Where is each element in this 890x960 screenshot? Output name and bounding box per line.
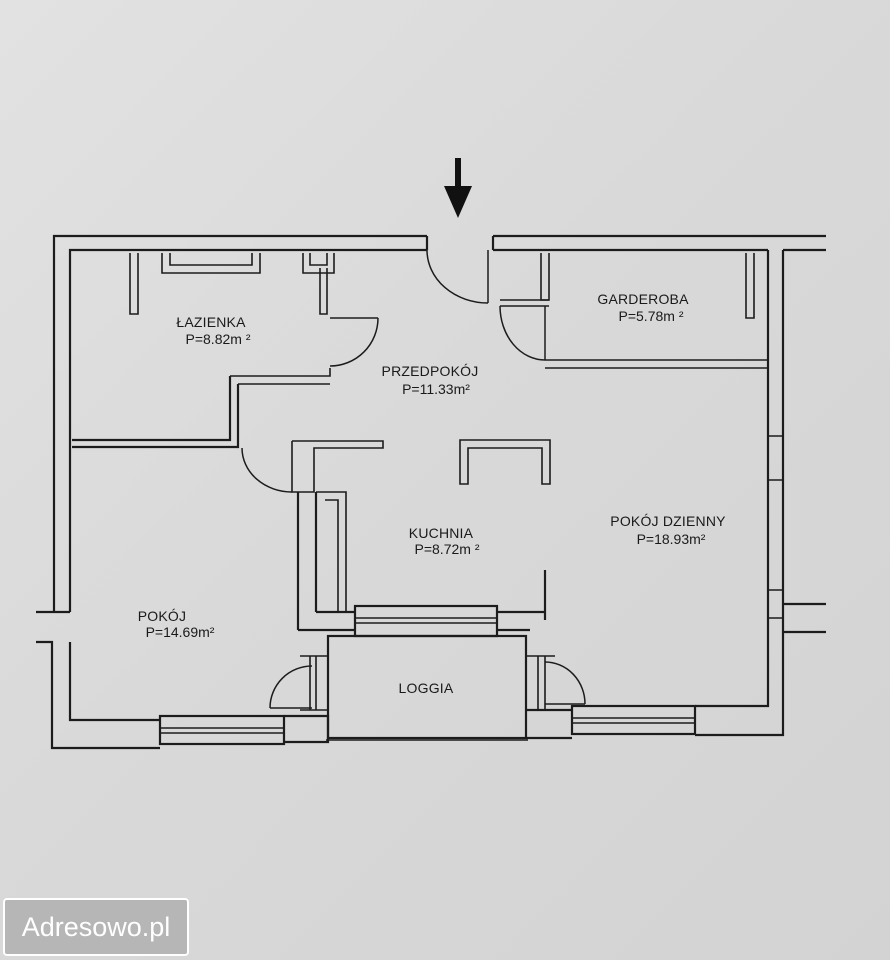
watermark-logo: Adresowo.pl <box>3 898 189 956</box>
room-area: P=8.72m ² <box>415 541 480 557</box>
loggia-doors <box>269 661 586 709</box>
bottom-windows <box>158 704 697 746</box>
bathroom-walls <box>72 253 335 449</box>
room-area: P=18.93m² <box>637 531 706 547</box>
bathroom-door <box>329 317 379 367</box>
interior-walls <box>241 439 551 630</box>
loggia-walls <box>300 634 555 741</box>
room-area: P=8.82m ² <box>186 331 251 347</box>
room-loggia: LOGGIA <box>399 680 454 696</box>
outer-walls <box>36 234 826 750</box>
wardrobe-walls <box>500 253 768 369</box>
entrance-door <box>425 236 495 304</box>
room-name: LOGGIA <box>399 680 454 696</box>
room-name: POKÓJ DZIENNY <box>610 513 726 529</box>
room-pokoj-dzienny: POKÓJ DZIENNY P=18.93m² <box>610 513 726 547</box>
room-pokoj: POKÓJ P=14.69m² <box>138 608 215 640</box>
room-name: GARDEROBA <box>597 291 689 307</box>
room-lazienka: ŁAZIENKA P=8.82m ² <box>176 314 250 347</box>
room-name: ŁAZIENKA <box>176 314 246 330</box>
room-name: KUCHNIA <box>409 525 474 541</box>
room-area: P=14.69m² <box>146 624 215 640</box>
room-name: PRZEDPOKÓJ <box>382 363 479 379</box>
room-przedpokoj: PRZEDPOKÓJ P=11.33m² <box>382 363 479 397</box>
loggia-window <box>298 604 545 638</box>
room-name: POKÓJ <box>138 608 186 624</box>
room-kuchnia: KUCHNIA P=8.72m ² <box>409 525 480 557</box>
down-arrow-icon <box>444 158 472 218</box>
room-area: P=5.78m ² <box>619 308 684 324</box>
room-area: P=11.33m² <box>402 381 470 397</box>
wardrobe-door <box>499 305 546 361</box>
room-garderoba: GARDEROBA P=5.78m ² <box>597 291 689 324</box>
